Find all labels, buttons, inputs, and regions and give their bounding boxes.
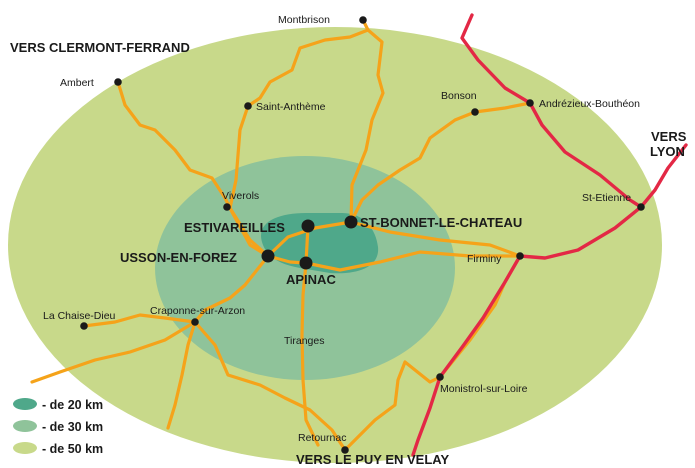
label-estivareilles: ESTIVAREILLES (184, 220, 285, 235)
town-labels: Montbrison Ambert Saint-Anthème Bonson A… (43, 14, 640, 444)
legend-swatch-20km (13, 398, 37, 410)
legend-swatch-30km (13, 420, 37, 432)
direction-clermont: VERS CLERMONT-FERRAND (10, 40, 190, 55)
town-markers (80, 16, 645, 454)
town-dot-andrezieux (526, 99, 534, 107)
town-dot-montbrison (359, 16, 367, 24)
road-lyon-stetienne (639, 143, 688, 209)
label-tiranges: Tiranges (284, 335, 324, 347)
road-andrezieux-north (460, 13, 532, 105)
label-montbrison: Montbrison (278, 14, 330, 26)
direction-lyon-line1: VERS (651, 129, 687, 144)
label-viverols: Viverols (222, 190, 259, 202)
road-chaise-dieu-craponne (82, 313, 197, 328)
label-retournac: Retournac (298, 432, 346, 444)
label-apinac: APINAC (286, 272, 336, 287)
road-usson-craponne (193, 254, 270, 324)
road-bonson-stbonnet (349, 101, 532, 224)
town-dot-monistrol (436, 373, 444, 381)
legend: - de 20 km - de 30 km - de 50 km (13, 398, 103, 456)
town-dot-craponne (191, 318, 199, 326)
road-craponne-southwest (30, 320, 197, 384)
road-usson-stbonnet (266, 220, 353, 258)
road-apinac-tiranges (300, 261, 320, 447)
label-saint-antheme: Saint-Anthème (256, 101, 326, 113)
town-dot-saint-antheme (244, 102, 252, 110)
label-craponne: Craponne-sur-Arzon (150, 305, 245, 317)
road-monistrol-retournac (343, 360, 442, 452)
town-dot-usson (261, 249, 275, 263)
town-dot-viverols (223, 203, 231, 211)
road-apinac-firminy (304, 250, 522, 272)
direction-le-puy: VERS LE PUY EN VELAY (296, 452, 449, 467)
label-usson: USSON-EN-FOREZ (120, 250, 237, 265)
label-andrezieux: Andrézieux-Bouthéon (539, 98, 640, 110)
main-roads (411, 13, 688, 457)
legend-swatch-50km (13, 442, 37, 454)
town-dot-la-chaise-dieu (80, 322, 88, 330)
label-monistrol: Monistrol-sur-Loire (440, 383, 528, 395)
label-ambert: Ambert (60, 77, 94, 89)
legend-label-30km: - de 30 km (42, 420, 103, 434)
road-ambert-usson (116, 80, 270, 258)
direction-lyon-line2: LYON (650, 144, 685, 159)
legend-label-50km: - de 50 km (42, 442, 103, 456)
town-dot-st-etienne (637, 203, 645, 211)
label-la-chaise-dieu: La Chaise-Dieu (43, 310, 116, 322)
legend-label-20km: - de 20 km (42, 398, 103, 412)
road-craponne-south (166, 320, 197, 430)
major-town-labels: ESTIVAREILLES ST-BONNET-LE-CHATEAU USSON… (120, 215, 522, 287)
road-stbonnet-firminy (349, 220, 522, 258)
town-dot-firminy (516, 252, 524, 260)
label-st-etienne: St-Etienne (582, 192, 631, 204)
road-saint-antheme-viverols (228, 104, 270, 258)
road-montbrison-west (246, 28, 370, 108)
town-dot-estivareilles (301, 219, 315, 233)
town-dot-st-bonnet (344, 215, 358, 229)
town-dot-apinac (299, 256, 313, 270)
road-montbrison-stbonnet (349, 18, 385, 224)
road-craponne-retournac (193, 320, 347, 452)
label-bonson: Bonson (441, 90, 477, 102)
road-firminy-south (411, 254, 522, 457)
road-andrezieux-stetienne (528, 101, 643, 209)
road-stetienne-firminy (518, 205, 643, 260)
town-dot-retournac (341, 446, 349, 454)
town-dot-bonson (471, 108, 479, 116)
direction-labels: VERS CLERMONT-FERRAND VERS LYON VERS LE … (10, 40, 687, 467)
town-dot-ambert (114, 78, 122, 86)
label-firminy: Firminy (467, 253, 502, 265)
label-st-bonnet: ST-BONNET-LE-CHATEAU (360, 215, 522, 230)
